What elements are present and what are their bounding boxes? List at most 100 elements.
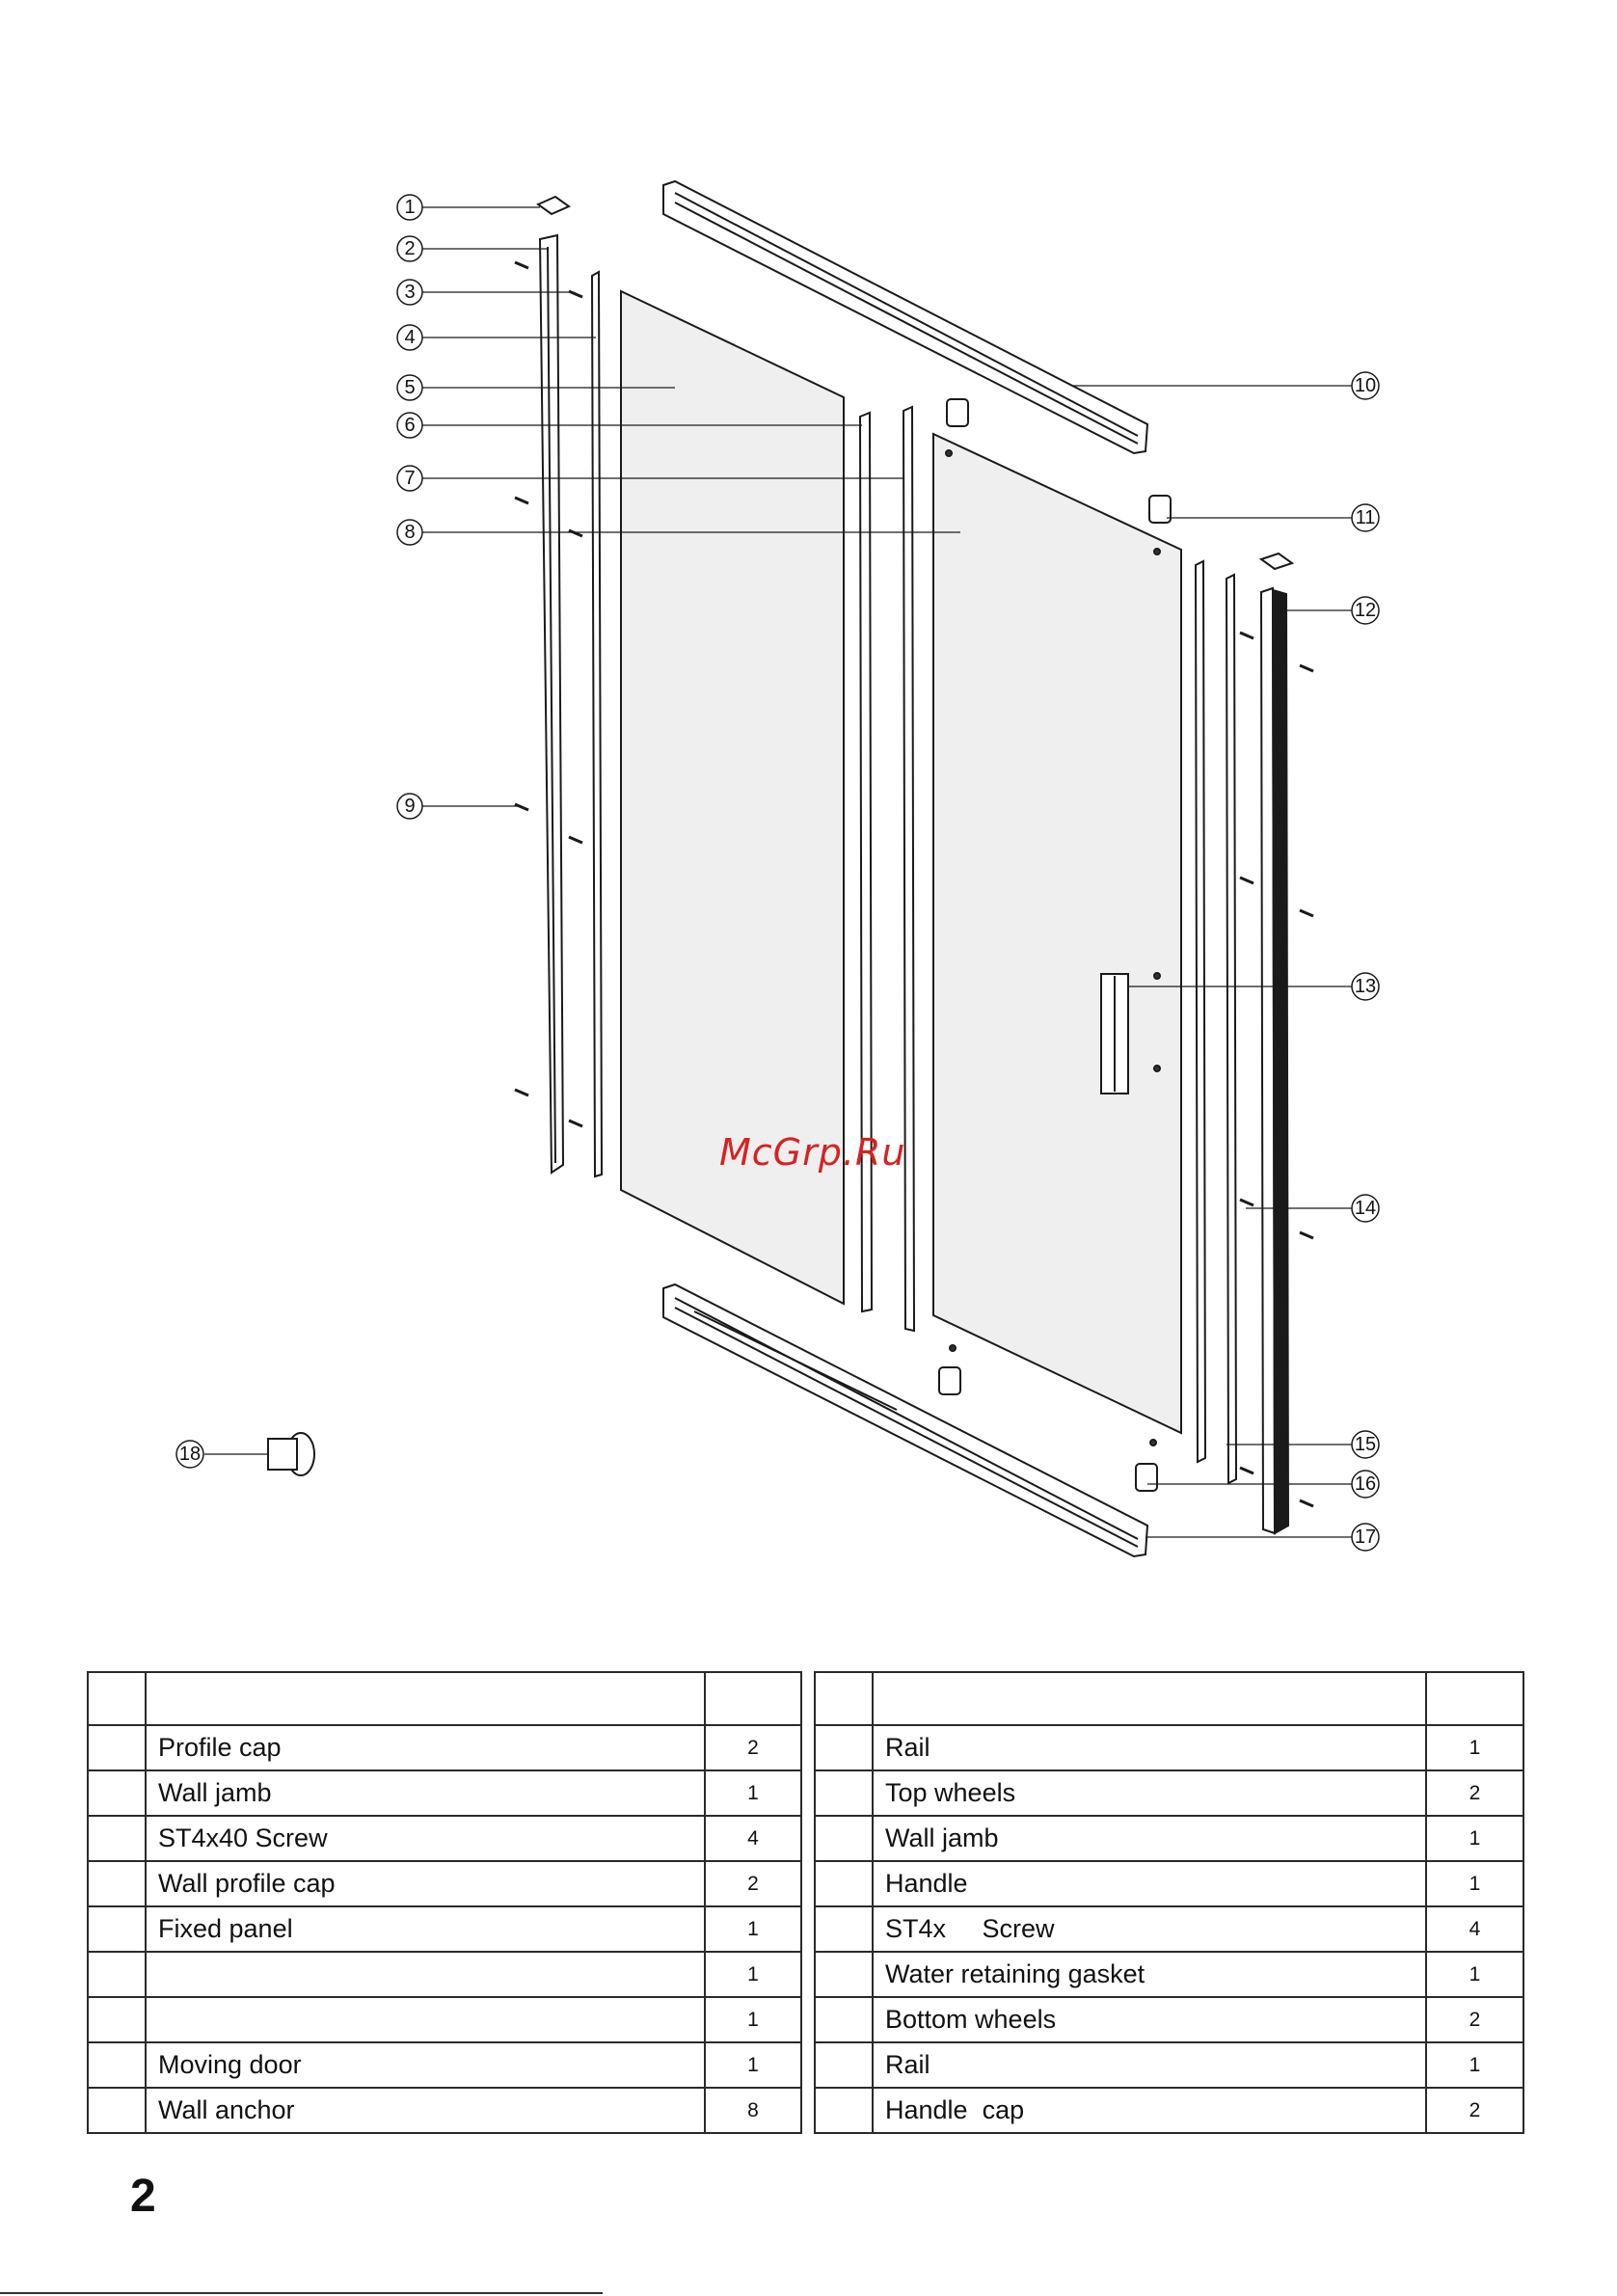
profile-cap — [535, 195, 572, 216]
part-name: Water retaining gasket — [872, 1951, 1427, 1998]
water-gasket — [1194, 559, 1207, 1464]
callout-1: 1 — [404, 197, 415, 218]
part-name: Wall jamb — [145, 1769, 706, 1817]
callout-15: 15 — [1355, 1434, 1376, 1455]
top-wheel-b — [1148, 495, 1172, 524]
header-cell — [87, 1671, 147, 1726]
part-qty: 1 — [704, 1951, 802, 1998]
part-name: Profile cap — [145, 1724, 706, 1771]
callout-13: 13 — [1355, 976, 1376, 997]
part-name: Rail — [872, 1724, 1427, 1771]
part-qty: 8 — [704, 2087, 802, 2134]
part-name: Handle cap — [872, 2087, 1427, 2134]
callout-3: 3 — [404, 282, 415, 303]
header-cell — [1425, 1671, 1524, 1726]
footer-rule — [0, 2292, 603, 2294]
part-qty: 1 — [1425, 1724, 1524, 1771]
header-cell — [814, 1671, 874, 1726]
part-name: Top wheels — [872, 1769, 1427, 1817]
callout-18: 18 — [179, 1444, 201, 1465]
table-row: 1 — [87, 1996, 802, 2043]
gasket-6 — [858, 411, 874, 1313]
part-qty: 1 — [704, 1996, 802, 2043]
callout-14: 14 — [1355, 1198, 1376, 1219]
part-qty: 4 — [704, 1815, 802, 1862]
callout-2: 2 — [404, 238, 415, 259]
callout-12: 12 — [1355, 600, 1376, 621]
table-header-row — [87, 1671, 802, 1726]
top-wheel-a — [946, 398, 969, 427]
part-qty: 2 — [1425, 1996, 1524, 2043]
part-qty: 1 — [1425, 1815, 1524, 1862]
part-name: Bottom wheels — [872, 1996, 1427, 2043]
bottom-wheel-b — [1135, 1463, 1158, 1492]
callout-circles — [175, 194, 1380, 1552]
right-profile-strip — [1225, 573, 1238, 1485]
header-cell — [704, 1671, 802, 1726]
callout-8: 8 — [404, 522, 415, 543]
callout-17: 17 — [1355, 1526, 1376, 1548]
table-row: 1 — [87, 1951, 802, 1998]
table-header-row — [814, 1671, 1524, 1726]
callout-4: 4 — [404, 327, 415, 348]
part-qty: 1 — [1425, 2041, 1524, 2089]
part-qty: 2 — [1425, 1769, 1524, 1817]
part-qty: 4 — [1425, 1905, 1524, 1953]
part-name: ST4x Screw — [872, 1905, 1427, 1953]
callout-10: 10 — [1355, 375, 1376, 396]
callout-9: 9 — [404, 796, 415, 817]
part-qty: 1 — [1425, 1951, 1524, 1998]
callout-7: 7 — [404, 468, 415, 489]
part-qty: 2 — [1425, 2087, 1524, 2134]
gasket-7 — [902, 405, 916, 1333]
part-name: Rail — [872, 2041, 1427, 2089]
header-cell — [145, 1671, 706, 1726]
bottom-wheel-a — [938, 1366, 961, 1395]
part-qty: 2 — [704, 1860, 802, 1907]
moving-door — [932, 432, 1182, 1435]
part-name: Wall anchor — [145, 2087, 706, 2134]
part-name — [145, 1996, 706, 2043]
part-qty: 1 — [704, 1905, 802, 1953]
callout-11: 11 — [1356, 507, 1376, 528]
part-qty: 1 — [704, 1769, 802, 1817]
part-name: Handle — [872, 1860, 1427, 1907]
exploded-assembly-diagram: 1 2 3 4 5 6 7 8 9 10 11 12 13 14 15 16 1… — [175, 179, 1380, 1558]
part-qty: 2 — [704, 1724, 802, 1771]
wall-profile-cap — [1258, 552, 1295, 571]
page-number: 2 — [130, 2171, 156, 2222]
part-name: ST4x40 Screw — [145, 1815, 706, 1862]
part-qty: 1 — [704, 2041, 802, 2089]
left-profile-strip — [590, 270, 604, 1178]
part-name: Wall jamb — [872, 1815, 1427, 1862]
part-name — [145, 1951, 706, 1998]
part-name: Wall profile cap — [145, 1860, 706, 1907]
fixed-panel — [620, 289, 845, 1306]
header-cell — [872, 1671, 1427, 1726]
watermark: McGrp.Ru — [719, 1131, 905, 1174]
callout-6: 6 — [404, 415, 415, 436]
part-qty: 1 — [1425, 1860, 1524, 1907]
callout-5: 5 — [404, 377, 415, 398]
part-name: Fixed panel — [145, 1905, 706, 1953]
part-name: Moving door — [145, 2041, 706, 2089]
callout-16: 16 — [1355, 1473, 1376, 1495]
